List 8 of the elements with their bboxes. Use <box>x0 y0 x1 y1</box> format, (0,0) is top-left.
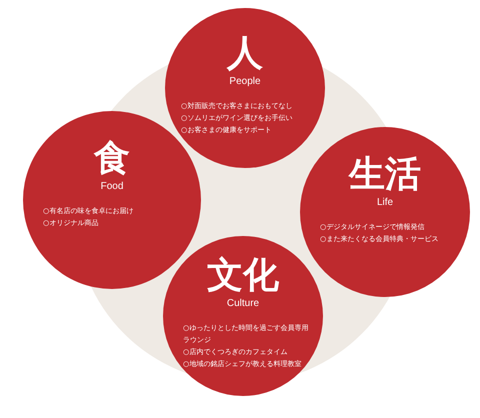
topic-subheading: Life <box>376 197 394 208</box>
topic-heading: 食 <box>92 141 131 177</box>
topic-subheading: Food <box>100 181 124 192</box>
topic-heading: 文化 <box>206 258 280 294</box>
topic-heading: 生活 <box>347 157 422 193</box>
topic-subheading: People <box>228 76 262 87</box>
topic-heading: 人 <box>226 36 264 72</box>
topic-subheading: Culture <box>226 298 260 309</box>
